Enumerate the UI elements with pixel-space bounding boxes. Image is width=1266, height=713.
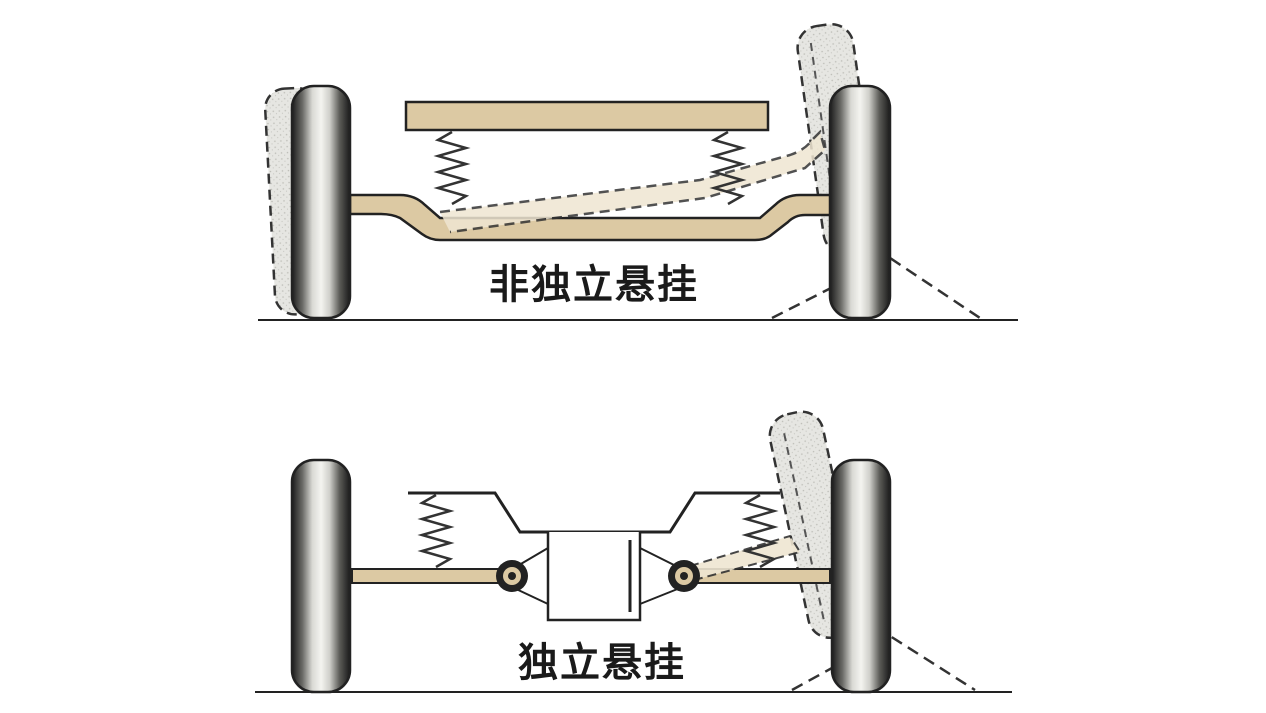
bottom-chassis-frame — [408, 491, 780, 534]
top-left-spring — [433, 130, 471, 206]
bottom-left-spring — [417, 493, 455, 569]
bottom-diagram: 独立悬挂 — [255, 410, 1012, 694]
bottom-left-control-arm — [351, 568, 509, 584]
bottom-chassis-inner — [546, 532, 642, 622]
bottom-left-pivot — [496, 560, 528, 592]
top-left-wheel — [290, 84, 352, 320]
bottom-ghost-triangle — [791, 634, 976, 692]
bottom-right-arm-ghost — [689, 534, 802, 581]
bottom-right-spring — [741, 493, 779, 569]
top-ghost-triangle — [771, 256, 981, 320]
top-chassis-frame — [404, 100, 770, 132]
top-label: 非独立悬挂 — [489, 262, 699, 308]
top-beam-ghost — [439, 129, 827, 234]
bottom-right-wheel — [830, 458, 892, 694]
top-right-wheel — [828, 84, 892, 320]
bottom-right-pivot — [668, 560, 700, 592]
top-diagram: 非独立悬挂 — [258, 22, 1018, 321]
bottom-label: 独立悬挂 — [518, 640, 686, 686]
top-right-spring — [709, 130, 747, 206]
bottom-left-wheel — [290, 458, 352, 694]
